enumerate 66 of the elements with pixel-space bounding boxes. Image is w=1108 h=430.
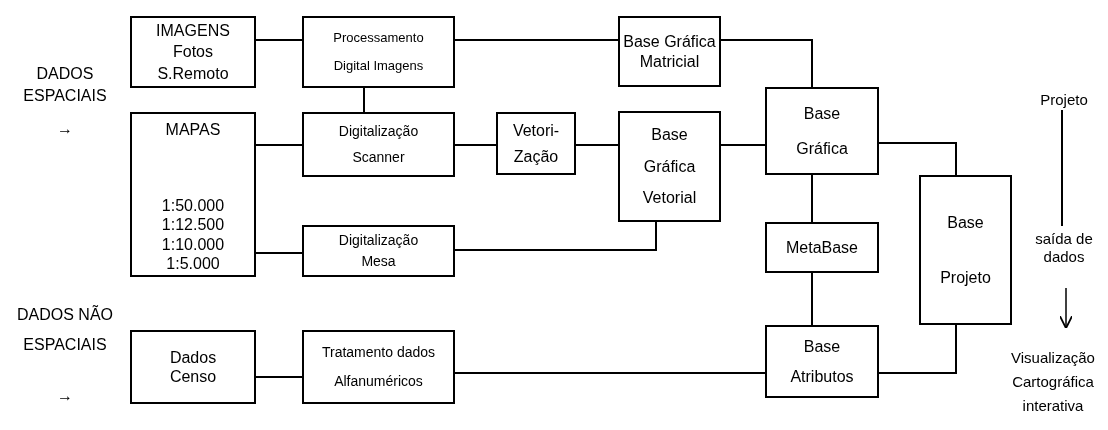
process-box xyxy=(765,222,879,273)
connector-line xyxy=(811,272,813,326)
box-text: IMAGENS xyxy=(156,20,230,40)
box-text: Gráfica xyxy=(643,156,696,177)
process-box xyxy=(130,112,256,277)
process-box xyxy=(302,225,455,277)
process-box xyxy=(496,112,576,175)
process-box xyxy=(765,87,879,175)
box-text: Projeto xyxy=(940,267,991,288)
box-text: Tratamento dados xyxy=(321,344,436,361)
connector-line xyxy=(720,39,813,88)
process-box xyxy=(302,330,455,404)
box-text: Scanner xyxy=(352,149,405,166)
box-text: S.Remoto xyxy=(157,64,229,84)
box-text: Base Gráfica Matricial xyxy=(622,32,717,71)
connector-line xyxy=(255,39,303,41)
connector-line xyxy=(454,221,657,251)
side-label: DADOS ESPACIAIS xyxy=(22,64,108,106)
box-text: Base xyxy=(651,125,688,145)
box-text: Zação xyxy=(513,146,559,167)
process-box xyxy=(618,111,721,222)
box-text: Processamento xyxy=(333,30,424,46)
process-box xyxy=(919,175,1012,325)
box-text: Vetori- xyxy=(512,120,560,141)
connector-line xyxy=(454,144,497,146)
connector-line xyxy=(878,142,957,176)
box-text: Fotos xyxy=(173,42,213,62)
box-text: Digitalização xyxy=(338,123,419,140)
node-text: Visualização Cartográfica interativa xyxy=(1010,348,1096,416)
connector-line xyxy=(255,376,303,378)
direction-arrow: → xyxy=(56,119,74,139)
direction-arrow: → xyxy=(56,386,74,406)
connector-line xyxy=(255,252,303,254)
box-text: Atributos xyxy=(790,366,854,386)
box-text: Mesa xyxy=(361,253,396,271)
box-text: Gráfica xyxy=(796,138,848,158)
connector-line xyxy=(1061,109,1063,227)
connector-line xyxy=(575,144,619,146)
connector-line xyxy=(255,144,303,146)
box-text: MetaBase xyxy=(785,237,858,258)
connector-line xyxy=(454,39,619,41)
box-text: Base xyxy=(947,212,984,233)
process-box xyxy=(130,16,256,88)
process-box xyxy=(618,16,721,87)
box-text: Digitalização xyxy=(338,231,419,249)
connector-line xyxy=(363,87,365,113)
process-box xyxy=(130,330,256,404)
process-box xyxy=(765,325,879,398)
side-label: DADOS NÃO ESPACIAIS xyxy=(16,304,114,355)
arrow xyxy=(1059,287,1073,330)
box-text: 1:50.000 1:12.500 1:10.000 1:5.000 xyxy=(160,196,226,273)
box-text: Base xyxy=(803,337,841,357)
box-text: Vetorial xyxy=(642,188,697,208)
connector-line xyxy=(811,174,813,223)
box-text: Digital Imagens xyxy=(333,58,424,74)
connector-line xyxy=(720,144,766,146)
process-box xyxy=(302,16,455,88)
box-text: Alfanuméricos xyxy=(334,373,423,390)
node-text: Projeto xyxy=(1040,91,1088,109)
process-box xyxy=(302,112,455,177)
node-text: saída de dados xyxy=(1034,230,1094,266)
box-text: Dados Censo xyxy=(168,347,218,387)
box-text: MAPAS xyxy=(165,120,221,140)
connector-line xyxy=(454,372,766,374)
box-text: Base xyxy=(803,104,841,124)
connector-line xyxy=(878,324,957,374)
